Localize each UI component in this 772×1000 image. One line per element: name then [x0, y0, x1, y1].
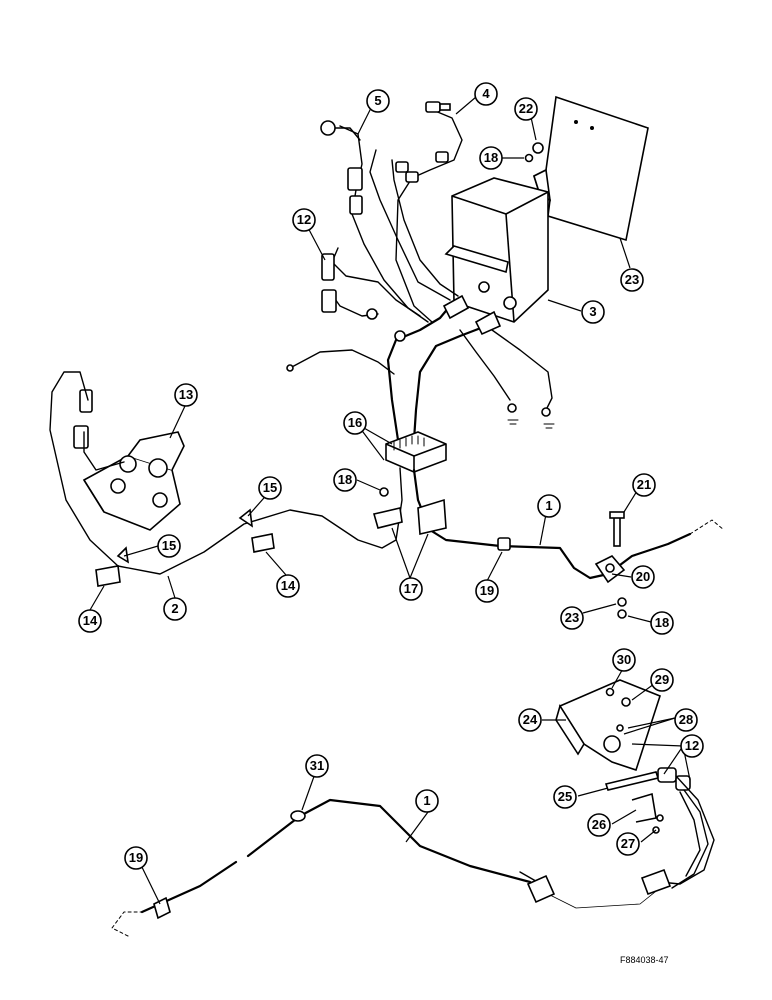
control-module-box [444, 177, 549, 323]
svg-text:4: 4 [482, 86, 490, 101]
callout-30: 30 [612, 648, 636, 672]
svg-text:18: 18 [338, 472, 352, 487]
hardware-28-29-30 [605, 687, 631, 732]
svg-text:14: 14 [281, 578, 296, 593]
callout-12-upper: 12 [292, 208, 316, 232]
svg-text:19: 19 [129, 850, 143, 865]
svg-text:29: 29 [655, 672, 669, 687]
nut-22-top [532, 142, 544, 154]
svg-text:30: 30 [617, 652, 631, 667]
valve-connectors [73, 389, 93, 449]
svg-text:23: 23 [625, 272, 639, 287]
mounting-bracket-plate [533, 95, 649, 242]
adhesive-pads-14 [95, 533, 275, 587]
washer-18-top [524, 153, 534, 163]
callout-28: 28 [674, 708, 698, 732]
module-plugs [286, 294, 502, 372]
callout-14-left: 14 [78, 609, 102, 633]
plate-25 [604, 771, 660, 791]
svg-text:15: 15 [162, 538, 176, 553]
callout-19-lower: 19 [124, 846, 148, 870]
svg-text:18: 18 [655, 615, 669, 630]
svg-text:26: 26 [592, 817, 606, 832]
callout-13: 13 [174, 383, 198, 407]
svg-text:27: 27 [621, 836, 635, 851]
callout-2: 2 [163, 597, 187, 621]
callout-19-mid: 19 [475, 579, 499, 603]
callout-22-lower: 23 [560, 606, 584, 630]
switch-bracket-24 [555, 679, 661, 772]
bolt-21 [609, 511, 625, 547]
svg-text:24: 24 [523, 712, 538, 727]
callout-4: 4 [474, 82, 498, 106]
svg-text:21: 21 [637, 477, 651, 492]
callout-18-mid: 18 [333, 468, 357, 492]
svg-text:1: 1 [545, 498, 552, 513]
callout-15-right: 15 [258, 476, 282, 500]
callout-21: 21 [632, 473, 656, 497]
svg-text:18: 18 [484, 150, 498, 165]
svg-text:16: 16 [348, 415, 362, 430]
washer-22-nut-18-lower [617, 597, 627, 619]
junction-block-16 [385, 431, 447, 473]
callout-5: 5 [366, 89, 390, 113]
callout-15-left: 15 [157, 534, 181, 558]
callout-1-lower: 1 [415, 789, 439, 813]
figure-reference: F884038-47 [620, 955, 669, 965]
sensor-connector-4 [395, 101, 451, 183]
svg-text:28: 28 [679, 712, 693, 727]
callout-29: 29 [650, 668, 674, 692]
switch-connector-5 [320, 120, 363, 215]
callout-26: 26 [587, 813, 611, 837]
switches-12-lower [657, 767, 715, 889]
callout-22-top: 22 [514, 97, 538, 121]
clip-19-lower [153, 896, 171, 920]
screws-27 [652, 814, 664, 834]
svg-text:3: 3 [589, 304, 596, 319]
callouts: 4 5 22 18 12 3 23 13 16 18 15 15 14 2 14… [78, 82, 704, 870]
callout-1-upper: 1 [537, 494, 561, 518]
clip-19-mid [497, 537, 511, 551]
harness-1-wire-lower [111, 798, 661, 937]
callout-18-lower: 18 [650, 611, 674, 635]
connector-12-upper [321, 253, 378, 320]
svg-text:23: 23 [565, 610, 579, 625]
svg-text:2: 2 [171, 601, 178, 616]
svg-text:20: 20 [636, 569, 650, 584]
svg-text:17: 17 [404, 581, 418, 596]
callout-18-top: 18 [479, 146, 503, 170]
svg-text:25: 25 [558, 789, 572, 804]
callout-17: 17 [399, 577, 423, 601]
callout-25: 25 [553, 785, 577, 809]
callout-3: 3 [581, 300, 605, 324]
svg-text:31: 31 [310, 758, 324, 773]
svg-text:12: 12 [297, 212, 311, 227]
callout-31: 31 [305, 754, 329, 778]
harness-connectors-lower [526, 868, 672, 904]
callout-23: 23 [620, 268, 644, 292]
bracket-26 [631, 792, 657, 823]
callout-14-right: 14 [276, 574, 300, 598]
clamp-20 [594, 555, 626, 584]
ground-terminals [507, 403, 555, 429]
svg-text:22: 22 [519, 101, 533, 116]
harness-1-wire-upper [498, 519, 725, 580]
callout-12-lower: 12 [680, 734, 704, 758]
solenoid-valve-13 [82, 431, 185, 531]
svg-text:19: 19 [480, 583, 494, 598]
svg-text:5: 5 [374, 93, 381, 108]
callout-16: 16 [343, 411, 367, 435]
callout-24: 24 [518, 708, 542, 732]
clip-31 [290, 810, 306, 822]
svg-text:15: 15 [263, 480, 277, 495]
brackets-17 [372, 487, 447, 535]
callout-20: 20 [631, 565, 655, 589]
svg-text:1: 1 [423, 793, 430, 808]
svg-text:14: 14 [83, 613, 98, 628]
callout-27: 27 [616, 832, 640, 856]
svg-text:13: 13 [179, 387, 193, 402]
svg-text:12: 12 [685, 738, 699, 753]
